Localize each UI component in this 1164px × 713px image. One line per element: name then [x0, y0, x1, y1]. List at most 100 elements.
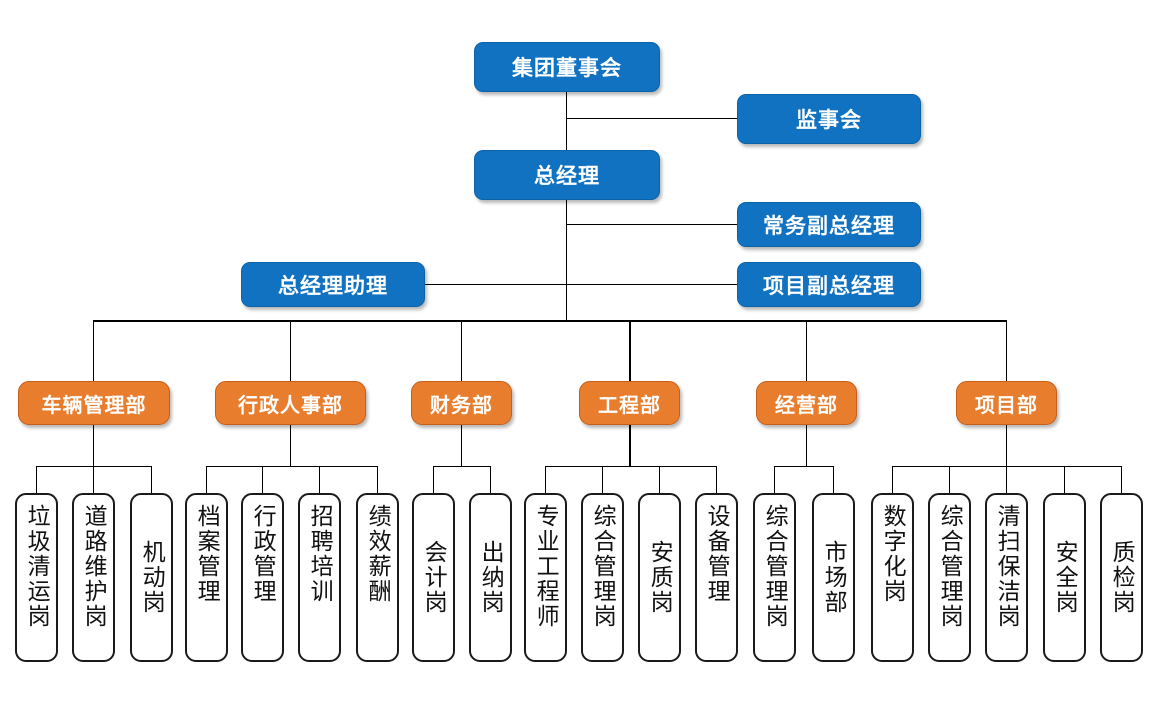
position-box[interactable]: 质检岗	[1100, 493, 1143, 662]
position-box[interactable]: 综合管理岗	[581, 493, 624, 662]
position-label: 绩效薪酬	[365, 504, 392, 604]
position-label: 安全岗	[1052, 540, 1079, 615]
connector-dept-1-bar	[206, 466, 377, 467]
node-gm-assistant-label: 总经理助理	[278, 274, 388, 298]
position-label: 会计岗	[421, 540, 448, 615]
position-label: 综合管理岗	[762, 504, 789, 629]
node-executive-vice-gm-label: 常务副总经理	[763, 214, 895, 238]
node-gm-assistant[interactable]: 总经理助理	[241, 262, 425, 307]
position-label: 安质岗	[647, 540, 674, 615]
connector-dept-3-bar	[545, 466, 716, 467]
position-box[interactable]: 清扫保洁岗	[985, 493, 1028, 662]
connector-dept-0-leaf-1	[93, 466, 94, 493]
department-label: 项目部	[975, 394, 1038, 417]
node-project-vice-gm-label: 项目副总经理	[763, 274, 895, 298]
connector-dept-4-leaf-1	[833, 466, 834, 493]
department-label: 行政人事部	[238, 394, 343, 417]
connector-dept-2-leaf-1	[490, 466, 491, 493]
position-label: 数字化岗	[880, 504, 907, 604]
connector-bus-to-dept-2	[461, 320, 462, 381]
connector-dept-2-bar	[433, 466, 490, 467]
connector-dept-3-leaf-3	[716, 466, 717, 493]
connector-dept-1-leaf-2	[319, 466, 320, 493]
position-label: 机动岗	[139, 540, 166, 615]
connector-board-to-supervisory	[566, 118, 737, 119]
department-label: 财务部	[430, 394, 493, 417]
connector-dept-3-leaf-1	[602, 466, 603, 493]
connector-bus-to-dept-0	[93, 320, 94, 381]
department-engineering[interactable]: 工程部	[579, 381, 680, 425]
connector-bus-to-dept-4	[806, 320, 807, 381]
department-label: 经营部	[775, 394, 838, 417]
node-executive-vice-gm[interactable]: 常务副总经理	[737, 202, 921, 247]
connector-bus-to-dept-1	[290, 320, 291, 381]
position-box[interactable]: 垃圾清运岗	[15, 493, 58, 662]
position-label: 行政管理	[250, 504, 277, 604]
department-label: 车辆管理部	[41, 394, 147, 417]
node-supervisory-label: 监事会	[796, 109, 862, 132]
connector-dept-1-leaf-0	[206, 466, 207, 493]
position-label: 清扫保洁岗	[994, 504, 1021, 629]
position-label: 档案管理	[194, 504, 221, 604]
position-box[interactable]: 安全岗	[1043, 493, 1086, 662]
position-box[interactable]: 数字化岗	[871, 493, 914, 662]
department-project[interactable]: 项目部	[956, 381, 1057, 425]
connector-dept-3-stem	[629, 425, 631, 466]
position-label: 招聘培训	[307, 504, 334, 604]
connector-dept-5-leaf-0	[892, 466, 893, 493]
node-board-label: 集团董事会	[512, 57, 622, 80]
department-administration-hr[interactable]: 行政人事部	[215, 381, 366, 425]
connector-bus-to-dept-3	[629, 320, 631, 381]
connector-dept-5-leaf-1	[949, 466, 950, 493]
connector-dept-5-stem	[1006, 425, 1007, 466]
position-box[interactable]: 专业工程师	[524, 493, 567, 662]
position-label: 设备管理	[704, 504, 731, 604]
position-box[interactable]: 档案管理	[185, 493, 228, 662]
connector-dept-1-leaf-3	[377, 466, 378, 493]
node-project-vice-gm[interactable]: 项目副总经理	[737, 262, 921, 307]
connector-gm-to-exec-vice	[566, 224, 737, 225]
node-general-manager[interactable]: 总经理	[474, 150, 660, 200]
position-label: 出纳岗	[478, 540, 505, 615]
node-supervisory-board[interactable]: 监事会	[737, 94, 921, 144]
position-label: 质检岗	[1109, 540, 1136, 615]
connector-dept-0-stem	[93, 425, 94, 466]
position-box[interactable]: 综合管理岗	[928, 493, 971, 662]
connector-board-to-gm	[566, 92, 567, 150]
node-general-manager-label: 总经理	[534, 165, 600, 188]
position-box[interactable]: 安质岗	[638, 493, 681, 662]
position-box[interactable]: 绩效薪酬	[356, 493, 399, 662]
connector-dept-4-stem	[806, 425, 807, 466]
connector-bus-to-dept-5	[1006, 320, 1007, 381]
position-box[interactable]: 会计岗	[412, 493, 455, 662]
department-label: 工程部	[598, 394, 661, 417]
position-label: 综合管理岗	[590, 504, 617, 629]
position-box[interactable]: 道路维护岗	[72, 493, 115, 662]
position-box[interactable]: 机动岗	[130, 493, 173, 662]
position-box[interactable]: 设备管理	[695, 493, 738, 662]
position-label: 市场部	[821, 540, 848, 615]
connector-dept-2-leaf-0	[433, 466, 434, 493]
position-box[interactable]: 出纳岗	[469, 493, 512, 662]
connector-dept-5-leaf-2	[1006, 466, 1007, 493]
department-vehicle-management[interactable]: 车辆管理部	[18, 381, 170, 425]
connector-dept-0-leaf-0	[36, 466, 37, 493]
position-label: 垃圾清运岗	[24, 504, 51, 629]
position-box[interactable]: 行政管理	[241, 493, 284, 662]
connector-dept-4-bar	[774, 466, 833, 467]
position-box[interactable]: 招聘培训	[298, 493, 341, 662]
connector-department-bus	[93, 320, 1007, 322]
position-label: 道路维护岗	[81, 504, 108, 629]
connector-dept-2-stem	[461, 425, 462, 466]
connector-dept-5-leaf-4	[1121, 466, 1122, 493]
department-finance[interactable]: 财务部	[411, 381, 512, 425]
connector-dept-1-stem	[290, 425, 291, 466]
position-box[interactable]: 综合管理岗	[753, 493, 796, 662]
department-operations[interactable]: 经营部	[756, 381, 857, 425]
position-label: 综合管理岗	[937, 504, 964, 629]
connector-gm-assistant	[425, 284, 566, 285]
position-box[interactable]: 市场部	[812, 493, 855, 662]
node-board-of-directors[interactable]: 集团董事会	[474, 42, 660, 92]
connector-dept-3-leaf-0	[545, 466, 546, 493]
